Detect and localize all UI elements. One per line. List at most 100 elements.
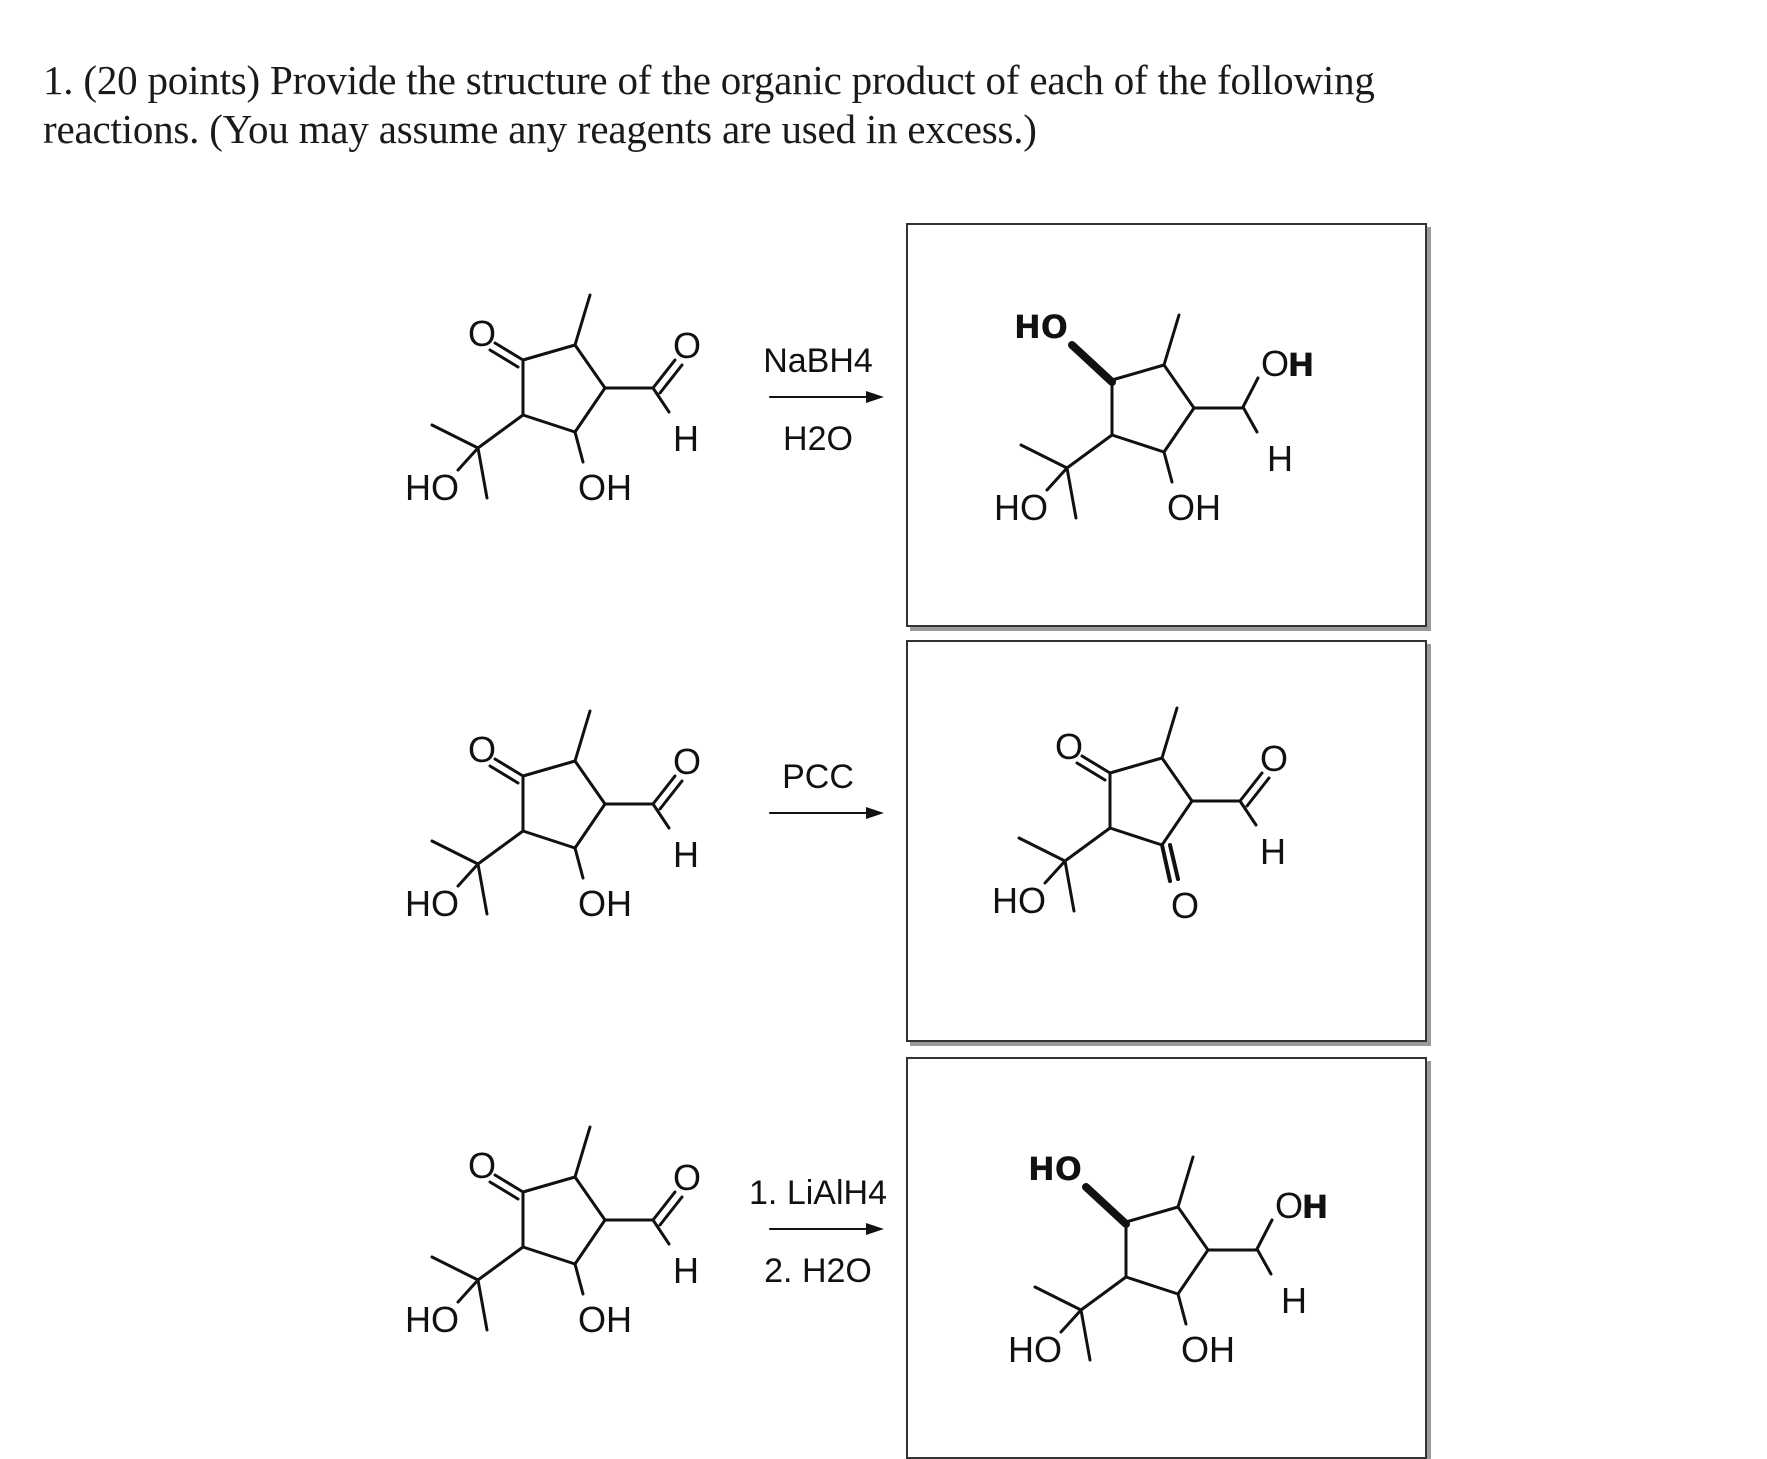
- ring-bond: [1176, 1248, 1210, 1296]
- ring-bond: [573, 1218, 607, 1266]
- aldehyde-h-label: H: [1260, 831, 1286, 872]
- carbonyl-bond: [651, 358, 677, 390]
- ring-bond: [573, 759, 607, 806]
- side-chain-bond: [1063, 826, 1112, 863]
- c-o-bond: [1059, 1308, 1083, 1334]
- methyl-bond: [476, 446, 489, 500]
- methyl-bond: [1162, 313, 1181, 367]
- side-chain-bond: [1079, 1275, 1128, 1312]
- carbonyl-bond: [658, 363, 684, 395]
- methyl-bond: [430, 1255, 480, 1282]
- c-o-bond: [573, 846, 585, 880]
- new-ho-label: HO: [1014, 308, 1068, 346]
- new-ho-label: HO: [1028, 1150, 1082, 1188]
- c-h-bond: [651, 386, 671, 414]
- arrow-head: [866, 391, 884, 403]
- methyl-bond: [1017, 836, 1067, 863]
- c-h-bond: [1255, 1247, 1273, 1276]
- ketone-oxygen-label: O: [1055, 726, 1083, 767]
- arrow-head: [866, 1223, 884, 1235]
- reagent-top-label-1: NaBH4: [763, 342, 873, 380]
- methyl-bond: [430, 839, 480, 866]
- c-h-bond: [651, 802, 671, 830]
- aldehyde-oxygen-label: O: [673, 1157, 701, 1198]
- methyl-bond: [1065, 466, 1078, 520]
- ring-bond: [1124, 1205, 1180, 1224]
- side-ho-label: HO: [405, 467, 459, 508]
- ring-bond: [521, 343, 577, 362]
- ring-bond: [573, 802, 607, 850]
- answer-box-3[interactable]: [906, 1057, 1427, 1459]
- aldehyde-h-label: H: [673, 834, 699, 875]
- carbonyl-bond: [488, 348, 520, 369]
- ring-bond: [1110, 363, 1166, 382]
- reaction-arrow-2: [769, 807, 884, 819]
- ring-bond: [1162, 406, 1196, 454]
- new-oh-hydrogen-label: H: [1302, 1188, 1329, 1226]
- carbonyl-bond: [1160, 843, 1172, 883]
- c-o-bond: [1255, 1218, 1274, 1251]
- ring-oh-label: OH: [578, 1299, 632, 1340]
- c-o-bond: [456, 446, 480, 472]
- methyl-bond: [1063, 859, 1076, 913]
- c-o-bond: [573, 430, 585, 464]
- ring-oh-label: OH: [578, 883, 632, 924]
- ring-bond: [573, 386, 607, 434]
- carbonyl-bond: [1238, 771, 1264, 803]
- c-o-bond: [1162, 450, 1174, 484]
- side-ho-label: HO: [994, 487, 1048, 528]
- side-ho-label: HO: [405, 1299, 459, 1340]
- aldehyde-h-label: H: [673, 1250, 699, 1291]
- side-chain-bond: [476, 413, 525, 450]
- ring-bond: [1110, 433, 1166, 454]
- ring-bond: [573, 1175, 607, 1222]
- c-h-bond: [651, 1218, 671, 1246]
- methyl-bond: [430, 423, 480, 450]
- ring-oh-label: OH: [1167, 487, 1221, 528]
- methyl-bond: [1160, 706, 1179, 760]
- carbonyl-bond: [493, 1173, 525, 1194]
- ring-bond: [521, 1245, 577, 1266]
- new-oh-oxygen-label: O: [1275, 1185, 1303, 1226]
- reagent-bottom-label-1: H2O: [783, 420, 853, 458]
- methyl-bond: [1019, 443, 1069, 470]
- question-text: 1. (20 points) Provide the structure of …: [43, 56, 1375, 154]
- methyl-bond: [1033, 1285, 1083, 1312]
- methyl-bond: [573, 1125, 592, 1179]
- methyl-bond: [1176, 1155, 1195, 1209]
- ring-bond: [521, 413, 577, 434]
- aldehyde-oxygen-label: O: [673, 741, 701, 782]
- carbonyl-bond: [658, 1195, 684, 1227]
- ring-bond: [1160, 799, 1194, 847]
- new-oh-hydrogen-label: H: [1288, 346, 1315, 384]
- carbonyl-bond: [1075, 761, 1107, 782]
- ring-bond: [573, 343, 607, 390]
- c-o-bond: [1045, 466, 1069, 492]
- side-chain-bond: [476, 829, 525, 866]
- carbonyl-bond: [493, 757, 525, 778]
- carbonyl-bond: [658, 779, 684, 811]
- new-oh-oxygen-label: O: [1261, 343, 1289, 384]
- aldehyde-h-label: H: [1281, 1280, 1307, 1321]
- carbonyl-bond: [493, 341, 525, 362]
- side-chain-bond: [1065, 433, 1114, 470]
- methyl-bond: [573, 709, 592, 763]
- carbonyl-bond: [651, 774, 677, 806]
- arrow-head: [866, 807, 884, 819]
- c-o-bond: [1176, 1292, 1188, 1326]
- wedge-bond: [1082, 1183, 1130, 1228]
- ring-bond: [1108, 826, 1164, 847]
- aldehyde-h-label: H: [1267, 438, 1293, 479]
- ring-bond: [521, 759, 577, 778]
- answer-box-1[interactable]: [906, 223, 1427, 627]
- c-o-bond: [573, 1262, 585, 1296]
- c-o-bond: [1043, 859, 1067, 885]
- wedge-bond: [1068, 341, 1116, 386]
- carbonyl-bond: [1245, 776, 1271, 808]
